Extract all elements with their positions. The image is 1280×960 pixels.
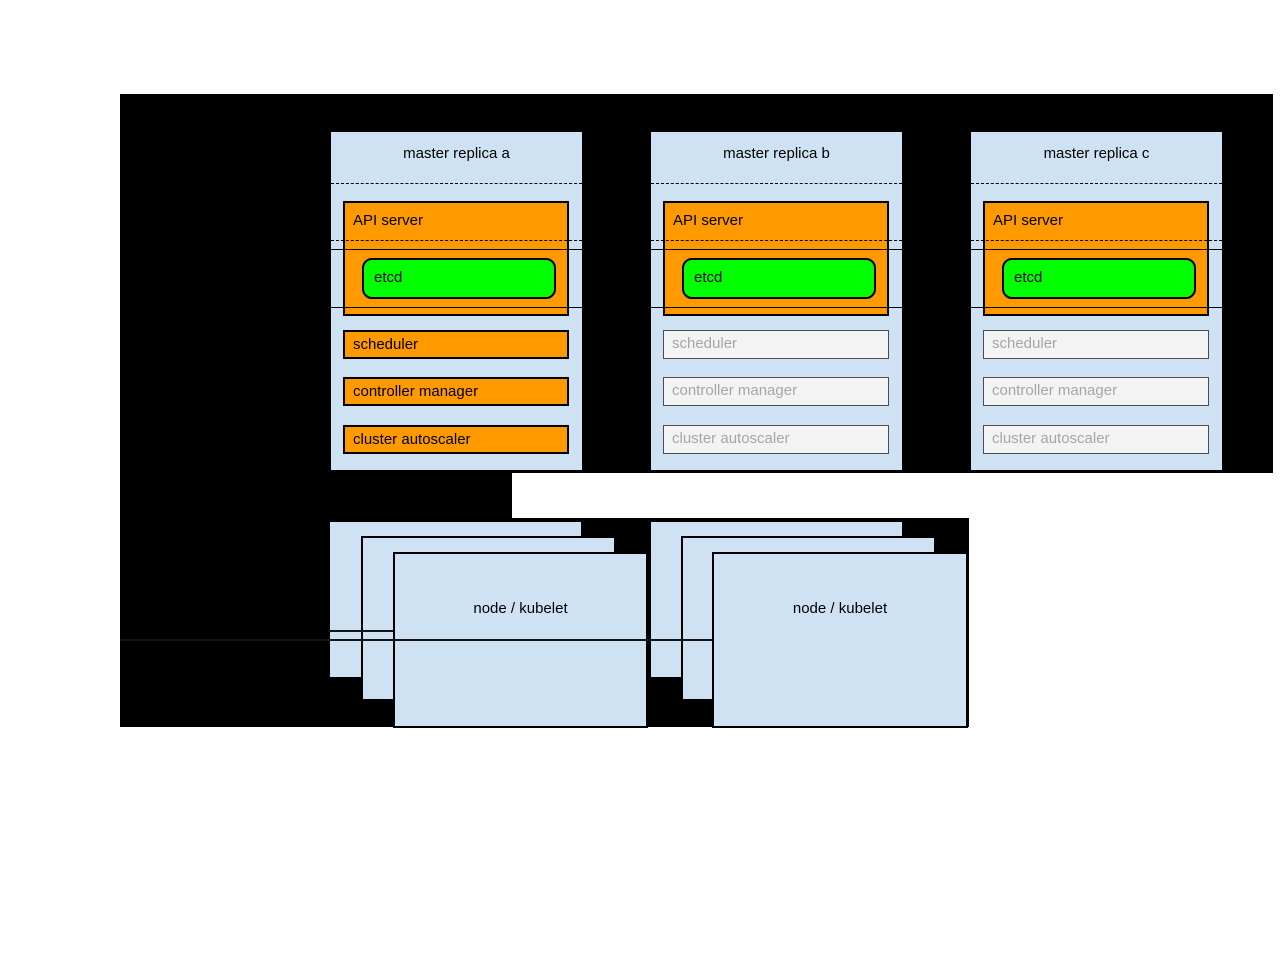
master-replica-a-title: master replica a xyxy=(403,145,510,162)
controller-manager-label: controller manager xyxy=(353,383,479,400)
api-server-box: API server etcd xyxy=(663,201,889,316)
scheduler-label: scheduler xyxy=(353,336,419,353)
etcd-label: etcd xyxy=(374,269,403,286)
divider-dashed-top xyxy=(971,183,1222,184)
divider-solid-lower xyxy=(971,307,1222,308)
cluster-autoscaler-box: cluster autoscaler xyxy=(663,425,889,454)
divider-solid-lower xyxy=(331,307,582,308)
node-b-label: node / kubelet xyxy=(792,600,888,617)
controller-manager-box: controller manager xyxy=(983,377,1209,406)
background-left-band xyxy=(120,473,512,518)
master-replica-c-box: master replica c API server etcd schedul… xyxy=(969,130,1224,472)
master-replica-a-box: master replica a API server etcd schedul… xyxy=(329,130,584,472)
divider-solid-upper xyxy=(971,249,1222,250)
cluster-autoscaler-label: cluster autoscaler xyxy=(992,430,1110,447)
divider-solid-upper xyxy=(651,249,902,250)
cluster-autoscaler-label: cluster autoscaler xyxy=(353,431,471,448)
master-replica-b-box: master replica b API server etcd schedul… xyxy=(649,130,904,472)
scheduler-box: scheduler xyxy=(663,330,889,359)
api-server-label: API server xyxy=(993,212,1064,229)
cluster-autoscaler-box: cluster autoscaler xyxy=(343,425,569,454)
etcd-box: etcd xyxy=(682,258,876,299)
api-server-label: API server xyxy=(673,212,744,229)
divider-solid-upper xyxy=(331,249,582,250)
controller-manager-label: controller manager xyxy=(992,382,1118,399)
scheduler-box: scheduler xyxy=(983,330,1209,359)
connector-line-long xyxy=(120,639,712,641)
connector-line-short xyxy=(328,630,393,632)
divider-dashed-mid xyxy=(331,240,582,241)
api-server-label: API server xyxy=(353,212,424,229)
divider-solid-lower xyxy=(651,307,902,308)
etcd-label: etcd xyxy=(694,269,723,286)
controller-manager-box: controller manager xyxy=(343,377,569,406)
etcd-box: etcd xyxy=(362,258,556,299)
controller-manager-box: controller manager xyxy=(663,377,889,406)
master-replica-c-title: master replica c xyxy=(1043,145,1150,162)
divider-dashed-top xyxy=(331,183,582,184)
node-a-label: node / kubelet xyxy=(473,600,568,617)
scheduler-label: scheduler xyxy=(672,335,738,352)
etcd-box: etcd xyxy=(1002,258,1196,299)
etcd-label: etcd xyxy=(1014,269,1043,286)
scheduler-box: scheduler xyxy=(343,330,569,359)
node-b-front-box: node / kubelet xyxy=(712,552,968,728)
controller-manager-label: controller manager xyxy=(672,382,798,399)
divider-dashed-mid xyxy=(651,240,902,241)
api-server-box: API server etcd xyxy=(983,201,1209,316)
scheduler-label: scheduler xyxy=(992,335,1058,352)
cluster-autoscaler-box: cluster autoscaler xyxy=(983,425,1209,454)
api-server-box: API server etcd xyxy=(343,201,569,316)
divider-dashed-mid xyxy=(971,240,1222,241)
master-replica-b-title: master replica b xyxy=(723,145,830,162)
divider-dashed-top xyxy=(651,183,902,184)
cluster-autoscaler-label: cluster autoscaler xyxy=(672,430,790,447)
